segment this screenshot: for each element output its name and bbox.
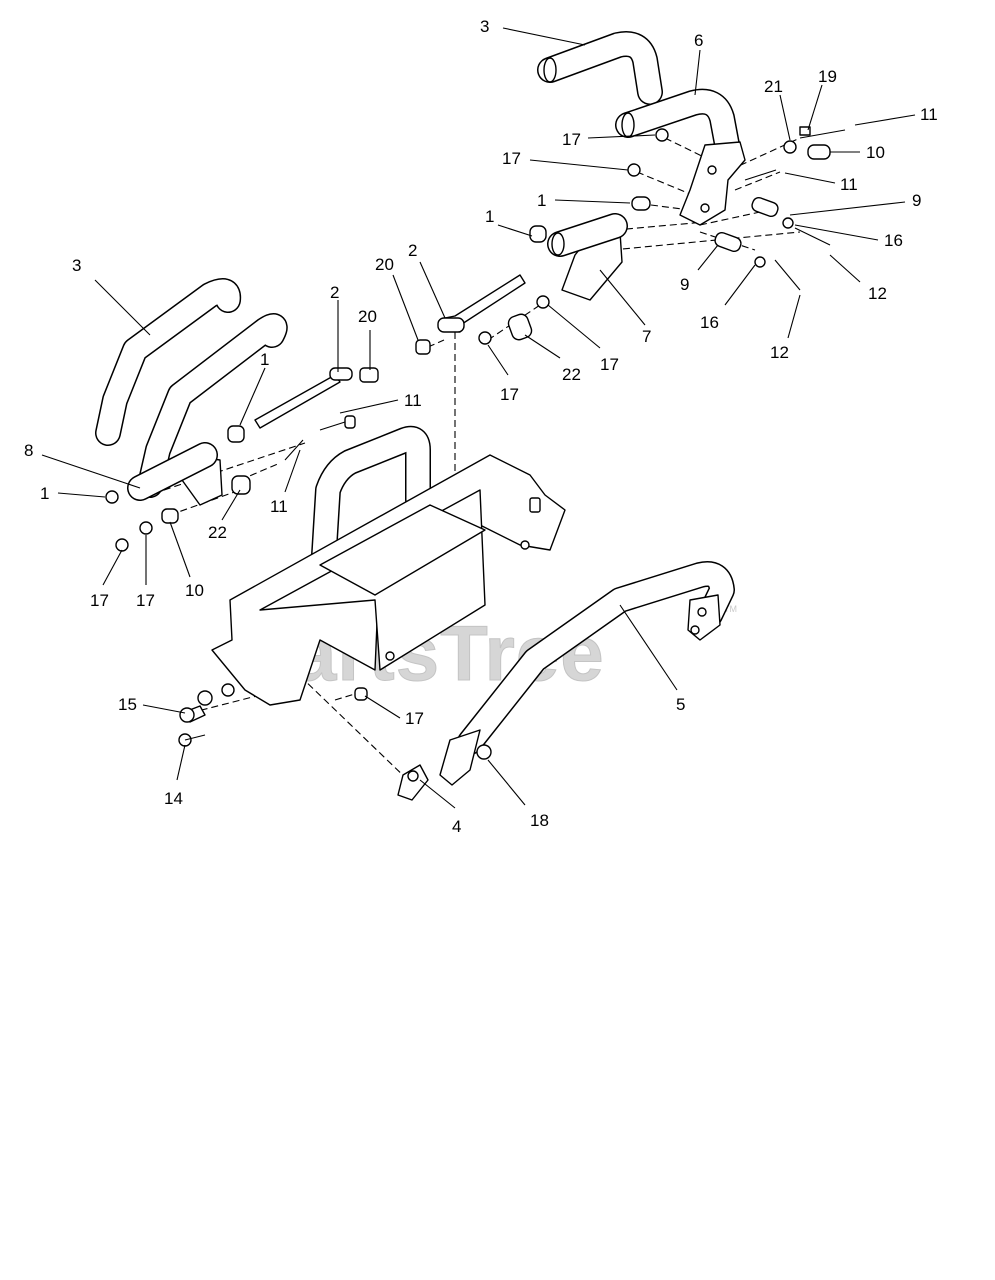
callout-21: 21: [764, 77, 783, 96]
callout-1-c: 1: [260, 350, 269, 369]
callout-17-e: 17: [90, 591, 109, 610]
right-control-bracket: [679, 141, 746, 226]
callout-16-right: 16: [884, 231, 903, 250]
callout-1-d: 1: [40, 484, 49, 503]
console-assembly: [211, 425, 566, 706]
callout-3-left: 3: [72, 256, 81, 275]
left-pivot-bracket: [127, 442, 223, 506]
callout-8: 8: [24, 441, 33, 460]
callout-1-b: 1: [485, 207, 494, 226]
callout-5: 5: [676, 695, 685, 714]
callout-2-a: 2: [408, 241, 417, 260]
right-handle-upper: [537, 31, 663, 105]
callout-11-mid: 11: [840, 175, 858, 194]
callout-12-right: 12: [868, 284, 887, 303]
callout-16-lower: 16: [700, 313, 719, 332]
callout-10-left: 10: [185, 581, 204, 600]
callout-14: 14: [164, 789, 183, 808]
callout-19: 19: [818, 67, 837, 86]
callout-11-top-right: 11: [920, 105, 938, 124]
callout-11-upper-left: 11: [404, 391, 422, 410]
callout-22-b: 22: [208, 523, 227, 542]
callout-2-b: 2: [330, 283, 339, 302]
left-hardware: [105, 367, 379, 552]
callout-12-lower: 12: [770, 343, 789, 362]
right-handle-lower: [615, 88, 741, 163]
callouts: 3 6 21 19 11 17 10 17 11 1 9 1 1: [24, 17, 938, 836]
right-hardware: [529, 126, 846, 291]
callout-22-a: 22: [562, 365, 581, 384]
front-hardware: [178, 683, 429, 801]
left-handle-upper: [95, 278, 242, 446]
right-pivot-bracket: [547, 213, 628, 301]
callout-20-b: 20: [358, 307, 377, 326]
callout-9-right: 9: [912, 191, 921, 210]
callout-17-c: 17: [600, 355, 619, 374]
callout-17-b: 17: [502, 149, 521, 168]
left-handle-lower: [137, 313, 288, 498]
callout-9-lower: 9: [680, 275, 689, 294]
callout-4: 4: [452, 817, 461, 836]
callout-18: 18: [530, 811, 549, 830]
callout-20-a: 20: [375, 255, 394, 274]
callout-17-a: 17: [562, 130, 581, 149]
callout-10-right: 10: [866, 143, 885, 162]
callout-17-f: 17: [136, 591, 155, 610]
callout-6: 6: [694, 31, 703, 50]
callout-11-lower-left: 11: [270, 497, 288, 516]
callout-17-g: 17: [405, 709, 424, 728]
watermark-trademark: TM: [724, 604, 737, 614]
callout-7: 7: [642, 327, 651, 346]
center-hardware: [415, 274, 550, 355]
callout-15: 15: [118, 695, 137, 714]
lower-bar: [439, 561, 735, 786]
callout-3-top: 3: [480, 17, 489, 36]
callout-17-d: 17: [500, 385, 519, 404]
callout-1-a: 1: [537, 191, 546, 210]
